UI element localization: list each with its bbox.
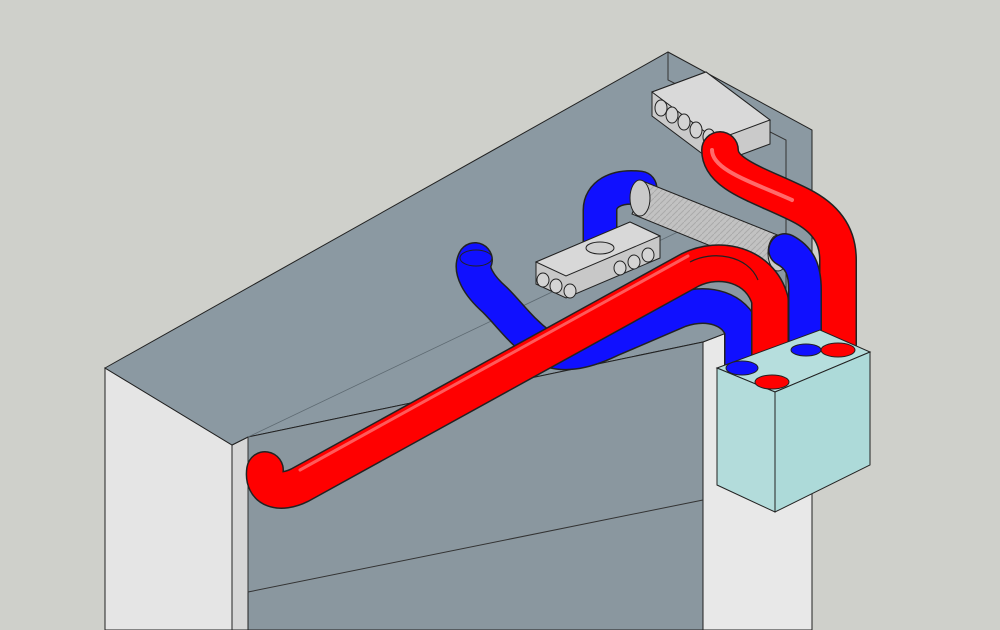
left-wall-side (231, 436, 249, 630)
ventilation-unit (715, 329, 872, 513)
supply-duct (245, 244, 789, 509)
manifold-port (613, 260, 627, 276)
manifold-port (689, 121, 703, 139)
upper-manifold (650, 71, 772, 165)
extract-duct-right (768, 233, 822, 362)
manifold-port (677, 113, 691, 131)
manifold-port (563, 283, 577, 299)
duct-ends (725, 342, 856, 390)
manifold-port (665, 106, 679, 124)
lower-manifold (534, 221, 662, 299)
manifold-port (654, 99, 668, 117)
unit-side (774, 351, 871, 513)
manifold-port (549, 278, 563, 294)
manifold-port (536, 272, 550, 288)
manifold-port (641, 247, 655, 263)
supply-duct-upper (701, 131, 857, 364)
manifold-port (627, 254, 641, 270)
